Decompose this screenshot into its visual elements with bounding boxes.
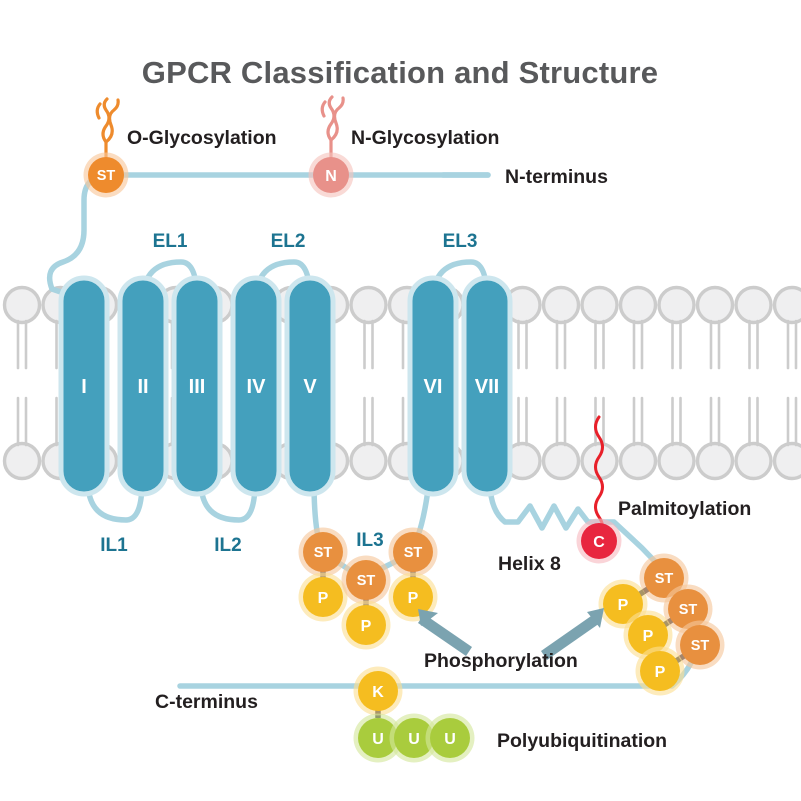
ubiquitin-badge: U <box>389 713 439 763</box>
lipid-molecule <box>580 285 619 370</box>
helix8-label: Helix 8 <box>498 553 561 575</box>
palmitoylation-site-badge-text: C <box>593 534 605 551</box>
c-terminus-label: C-terminus <box>155 691 258 713</box>
helix-roman-numeral: II <box>137 376 148 398</box>
lipid-molecule <box>541 285 581 370</box>
o-glycosylation-glycan-icon <box>95 97 120 165</box>
lipid-molecule <box>734 285 773 370</box>
cterm-st-residue-badge: ST <box>675 620 725 670</box>
il3-label: IL3 <box>356 530 383 551</box>
intracellular-loop-il1-chain <box>85 479 145 523</box>
il2-label: IL2 <box>214 535 241 556</box>
lipid-molecule <box>695 285 735 370</box>
helix-roman-numeral: I <box>81 376 87 398</box>
n-terminus-label: N-terminus <box>505 166 608 188</box>
helix-roman-numeral: V <box>303 376 317 398</box>
ubiquitination-site-badge: K <box>353 666 403 716</box>
lipid-molecule <box>695 396 735 481</box>
intracellular-loop-il2-chain <box>198 479 258 523</box>
cterm-phosphate-badge-text: P <box>655 664 666 681</box>
cterm-phosphate-badge: P <box>635 646 685 696</box>
lipid-molecule <box>349 396 388 481</box>
il3-phosphate-badge: P <box>341 600 391 650</box>
ubiquitin-badge-text: U <box>444 731 456 748</box>
helix-roman-numeral: VII <box>475 376 499 398</box>
transmembrane-helix: II <box>117 275 169 497</box>
el2-label: EL2 <box>271 231 306 252</box>
lipid-molecule <box>618 285 658 370</box>
ubiquitin-badge: U <box>353 713 403 763</box>
cterm-phosphate-badge-text: P <box>643 628 654 645</box>
il3-phosphate-badge-text: P <box>318 590 329 607</box>
n-glycosylation-glycan-icon <box>320 95 345 165</box>
cterm-st-residue-badge-text: ST <box>655 571 674 587</box>
palmitoylation-label: Palmitoylation <box>618 498 751 520</box>
transmembrane-helix: VII <box>461 275 513 497</box>
il3-phosphate-badge: P <box>388 572 438 622</box>
polyubiquitination-label: Polyubiquitination <box>497 730 667 752</box>
n-glycosylation-site-badge: N <box>308 152 354 198</box>
lipid-molecule <box>734 396 773 481</box>
helix-roman-numeral: VI <box>424 376 443 398</box>
ubiquitin-badge-text: U <box>408 731 420 748</box>
il3-phosphate-badge-text: P <box>361 618 372 635</box>
el3-label: EL3 <box>443 231 478 252</box>
cterm-phosphate-badge-text: P <box>618 597 629 614</box>
transmembrane-helix: IV <box>230 275 282 497</box>
ubiquitin-badge-text: U <box>372 731 384 748</box>
lipid-molecule <box>772 396 801 481</box>
o-glycosylation-site-badge-text: ST <box>97 168 116 184</box>
o-glycosylation-site-badge: ST <box>83 152 129 198</box>
lipid-molecule <box>2 285 42 370</box>
il3-st-residue-badge-text: ST <box>357 573 376 589</box>
transmembrane-helix: VI <box>407 275 459 497</box>
lipid-molecule <box>503 396 542 481</box>
ubiquitin-badge: U <box>425 713 475 763</box>
il3-st-residue-badge-text: ST <box>314 545 333 561</box>
phosphorylation-arrow-right <box>541 608 604 660</box>
lipid-molecule <box>618 396 658 481</box>
il3-phosphate-badge-text: P <box>408 590 419 607</box>
phosphorylation-label: Phosphorylation <box>424 650 578 672</box>
n-glycosylation-label: N-Glycosylation <box>351 127 499 149</box>
el1-label: EL1 <box>153 231 188 252</box>
lipid-molecule <box>657 396 696 481</box>
il3-st-residue-badge: ST <box>298 527 348 577</box>
il3-phosphate-badge: P <box>298 572 348 622</box>
transmembrane-helix: I <box>58 275 110 497</box>
lipid-molecule <box>349 285 388 370</box>
page-title: GPCR Classification and Structure <box>142 55 658 90</box>
transmembrane-helix: V <box>284 275 336 497</box>
palmitoylation-site-badge: C <box>576 518 622 564</box>
o-glycosylation-label: O-Glycosylation <box>127 127 277 149</box>
lipid-molecule <box>2 396 42 481</box>
transmembrane-helix: III <box>171 275 223 497</box>
residue-badge-group: ST N C ST P ST P ST P ST P ST P ST P K U U U <box>83 152 725 763</box>
lipid-molecule <box>541 396 581 481</box>
cterm-st-residue-badge-text: ST <box>679 602 698 618</box>
n-glycosylation-site-badge-text: N <box>325 168 337 185</box>
phosphorylation-arrow-left <box>418 609 472 656</box>
cterm-st-residue-badge: ST <box>663 584 713 634</box>
lipid-molecule <box>772 285 801 370</box>
il3-st-residue-badge: ST <box>388 527 438 577</box>
helix-roman-numeral: IV <box>247 376 267 398</box>
il3-st-residue-badge-text: ST <box>404 545 423 561</box>
lipid-molecule <box>657 285 696 370</box>
il3-st-residue-badge: ST <box>341 555 391 605</box>
il1-label: IL1 <box>100 535 128 556</box>
ubiquitination-site-badge-text: K <box>372 684 384 701</box>
cterm-st-residue-badge-text: ST <box>691 638 710 654</box>
helix-roman-numeral: III <box>189 376 206 398</box>
palmitoyl-chain-icon <box>594 415 604 537</box>
